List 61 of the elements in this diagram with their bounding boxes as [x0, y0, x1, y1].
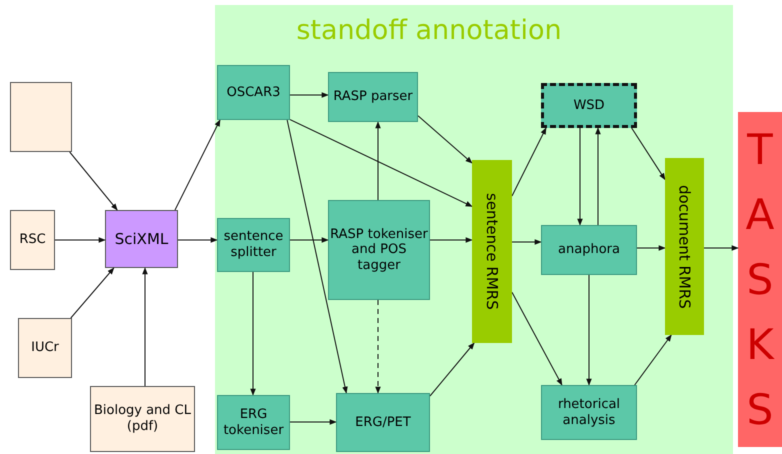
node-label: RASP parser [333, 89, 413, 105]
arrow [178, 237, 218, 243]
arrow [512, 239, 542, 245]
arrow [142, 267, 148, 386]
arrow [286, 120, 348, 394]
arrow [54, 237, 106, 243]
node-label: IUCr [31, 340, 59, 356]
node-label: RSC [19, 232, 46, 248]
arrow [512, 127, 546, 196]
arrow [704, 245, 739, 251]
arrow [375, 121, 381, 200]
node-label: ERG tokeniser [222, 406, 285, 438]
arrow [577, 128, 583, 226]
arrow [375, 300, 381, 394]
arrow [290, 92, 329, 98]
tasks-label: TASKS [744, 124, 776, 436]
tasks-bar [738, 112, 782, 447]
process-box [217, 218, 290, 272]
source-box [90, 386, 195, 452]
arrow [290, 237, 329, 243]
process-box [541, 385, 637, 440]
process-box [336, 393, 430, 452]
format-box [105, 210, 178, 268]
arrow [512, 292, 562, 386]
node-label: OSCAR3 [226, 84, 280, 100]
arrow [631, 128, 666, 180]
process-box [541, 83, 637, 128]
node-label: SciXML [114, 230, 168, 248]
arrow [586, 274, 592, 386]
source-box [10, 210, 55, 270]
arrow [290, 119, 473, 207]
arrow [250, 272, 256, 396]
node-label: Biology and CL (pdf) [92, 403, 192, 435]
node-label: document RMRS [676, 184, 694, 308]
process-box [328, 200, 430, 300]
source-box [10, 82, 72, 152]
arrow [430, 342, 475, 396]
arrow [174, 119, 220, 210]
panel-title: standoff annotation [296, 15, 562, 48]
arrow [418, 115, 473, 164]
node-label: RASP tokeniser and POS tagger [329, 226, 429, 274]
arrow [430, 237, 473, 243]
arrow [290, 419, 337, 425]
rmrs-bar [665, 158, 704, 335]
node-label: sentence RMRS [483, 193, 501, 310]
node-label: anaphora [558, 242, 620, 258]
source-box [18, 318, 72, 378]
node-label: ERG/PET [355, 414, 411, 430]
process-box [328, 72, 418, 122]
process-box [541, 225, 637, 275]
arrow [70, 267, 114, 318]
arrow [595, 127, 601, 226]
arrow [69, 152, 118, 211]
node-label: rhetorical analysis [556, 396, 622, 428]
process-box [217, 395, 290, 450]
node-label: WSD [573, 98, 605, 114]
arrow [636, 245, 666, 251]
process-box [217, 65, 290, 120]
node-label: sentence splitter [222, 229, 284, 261]
rmrs-bar [472, 160, 512, 343]
arrow [634, 334, 672, 386]
